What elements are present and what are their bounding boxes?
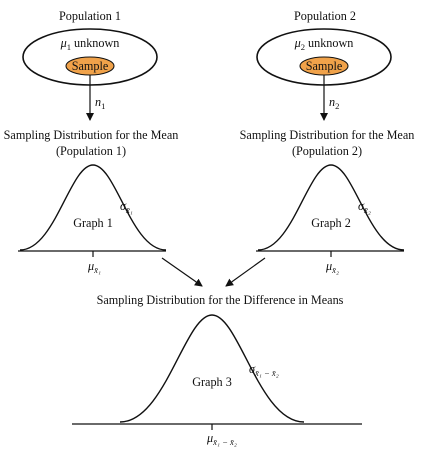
population-1-mu-subscript: 1: [67, 42, 71, 52]
population-2-n-label: n2: [329, 95, 339, 111]
graph-1-sigma-symbol: σ: [120, 199, 127, 213]
graph-1-bell-curve: [19, 164, 167, 251]
graph-3-mu-symbol: μ: [206, 431, 213, 445]
graph-2-bell-curve: [257, 164, 405, 251]
population-1-n-symbol: n: [95, 95, 101, 109]
graph-3-label: Graph 3: [192, 375, 232, 389]
graph-1-mu-label: μx̄₁: [87, 259, 101, 275]
population-1-sample-label: Sample: [72, 59, 109, 73]
population-1-title: Population 1: [59, 9, 121, 23]
population-2-n-subscript: 2: [335, 101, 339, 111]
graph-3-sigma-subscript: x̄₁ − x̄₂: [254, 368, 279, 378]
graph-2-mu-symbol: μ: [325, 259, 332, 273]
graph-1-sigma-label: σx̄₁: [120, 199, 133, 215]
population-2-sample-label: Sample: [306, 59, 343, 73]
sampling-2-title-line2: (Population 2): [292, 144, 362, 158]
graph-1-to-difference-arrow: [161, 257, 203, 287]
sampling-2-title-line1: Sampling Distribution for the Mean: [240, 128, 415, 142]
graph-3-mu-label: μx̄₁ − x̄₂: [206, 431, 237, 447]
graph-1-label: Graph 1: [73, 216, 113, 230]
population-2-unknown-text: unknown: [308, 36, 353, 50]
graph-3-mu-subscript: x̄₁ − x̄₂: [212, 437, 237, 447]
graph-2-mu-label: μx̄₂: [325, 259, 339, 275]
population-2-n-symbol: n: [329, 95, 335, 109]
graph-3-sigma-label: σx̄₁ − x̄₂: [249, 362, 279, 378]
graph-2-mu-subscript: x̄₂: [331, 265, 339, 275]
difference-title: Sampling Distribution for the Difference…: [97, 293, 344, 307]
graph-2-sigma-symbol: σ: [358, 199, 365, 213]
population-2-mu-subscript: 2: [301, 42, 305, 52]
population-1-n-label: n1: [95, 95, 105, 111]
graph-2-sigma-subscript: x̄₂: [363, 205, 371, 215]
sampling-1-title-line2: (Population 1): [56, 144, 126, 158]
population-1-n-subscript: 1: [101, 101, 105, 111]
population-1-unknown-text: unknown: [74, 36, 119, 50]
graph-1-mu-symbol: μ: [87, 259, 94, 273]
graph-3-bell-curve: [119, 314, 305, 423]
graph-1-sigma-subscript: x̄₁: [125, 205, 133, 215]
sampling-1-title-line1: Sampling Distribution for the Mean: [4, 128, 179, 142]
graph-2-to-difference-arrow: [225, 257, 266, 287]
graph-2-sigma-label: σx̄₂: [358, 199, 371, 215]
population-1-mu-symbol: μ: [60, 36, 67, 50]
graph-3-sigma-symbol: σ: [249, 362, 256, 376]
graph-2-label: Graph 2: [311, 216, 351, 230]
graph-1-mu-subscript: x̄₁: [93, 265, 101, 275]
population-2-title: Population 2: [294, 9, 356, 23]
population-2-mu-symbol: μ: [294, 36, 301, 50]
